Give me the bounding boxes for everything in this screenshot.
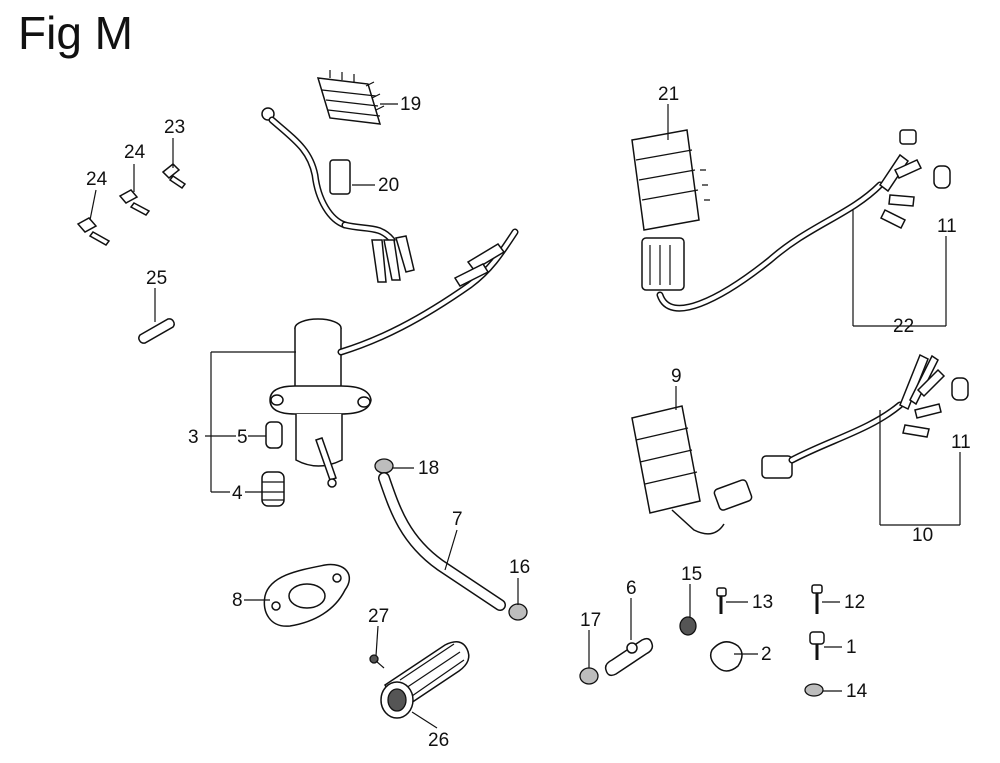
leader-lines	[89, 103, 961, 729]
gasket-8[interactable]	[263, 563, 351, 627]
callout-8: 8	[232, 590, 243, 611]
callout-26: 26	[428, 730, 449, 751]
bolt-23[interactable]	[161, 162, 187, 190]
regulator-21[interactable]	[631, 129, 710, 291]
fuel-cut-solenoid[interactable]	[269, 318, 372, 488]
callout-10: 10	[912, 525, 933, 546]
callout-19: 19	[400, 94, 421, 115]
grip-26[interactable]	[380, 641, 470, 719]
rectifier-19[interactable]	[316, 70, 385, 125]
clip-17[interactable]	[579, 667, 599, 685]
figure-title: Fig M	[18, 7, 133, 59]
callout-5: 5	[237, 427, 248, 448]
callout-11-upper: 11	[937, 216, 957, 237]
callout-11-lower: 11	[951, 432, 971, 453]
nut-15[interactable]	[679, 616, 697, 636]
joint-6[interactable]	[604, 637, 654, 677]
callout-24-lower: 24	[86, 169, 108, 190]
callout-22: 22	[893, 316, 914, 337]
callout-7: 7	[452, 509, 463, 530]
callout-21: 21	[658, 84, 679, 105]
callout-2: 2	[761, 644, 772, 665]
callout-23: 23	[164, 117, 185, 138]
cap-11-lower[interactable]	[951, 377, 969, 401]
wire-harness-22[interactable]	[656, 129, 923, 312]
callout-27: 27	[368, 606, 389, 627]
bolt-24-upper[interactable]	[118, 189, 151, 216]
callout-6: 6	[626, 578, 637, 599]
callout-1: 1	[846, 637, 857, 658]
screw-12[interactable]	[811, 584, 823, 614]
callout-17: 17	[580, 610, 601, 631]
bolt-24-lower[interactable]	[76, 217, 111, 246]
hose-clip-18[interactable]	[374, 458, 394, 474]
cap-11-upper[interactable]	[933, 165, 951, 189]
bolt-1[interactable]	[809, 631, 825, 660]
callout-3: 3	[188, 427, 199, 448]
callout-24-upper: 24	[124, 142, 146, 163]
callout-9: 9	[671, 366, 682, 387]
callout-14: 14	[846, 681, 868, 702]
wire-harness-20[interactable]	[261, 107, 415, 283]
spring-4[interactable]	[261, 471, 285, 507]
hose-clip-16[interactable]	[508, 603, 528, 621]
fuel-hose-7[interactable]	[378, 472, 506, 611]
grommet-2[interactable]	[709, 641, 743, 672]
screw-13[interactable]	[716, 587, 727, 614]
plunger-5[interactable]	[265, 421, 283, 449]
callout-13: 13	[752, 592, 773, 613]
callout-12: 12	[844, 592, 865, 613]
callout-18: 18	[418, 458, 439, 479]
wire-harness-10[interactable]	[761, 353, 946, 479]
pin-25[interactable]	[138, 318, 175, 344]
callout-25: 25	[146, 268, 167, 289]
screw-27[interactable]	[369, 654, 385, 669]
callout-4: 4	[232, 483, 243, 504]
callout-15: 15	[681, 564, 702, 585]
callout-16: 16	[509, 557, 530, 578]
regulator-9[interactable]	[631, 405, 753, 535]
washer-14[interactable]	[804, 683, 824, 697]
callout-20: 20	[378, 175, 399, 196]
callout-labels: 23 24 24 25 19 20 21 9 3 5 4 18 7 16 8 2…	[86, 84, 971, 751]
